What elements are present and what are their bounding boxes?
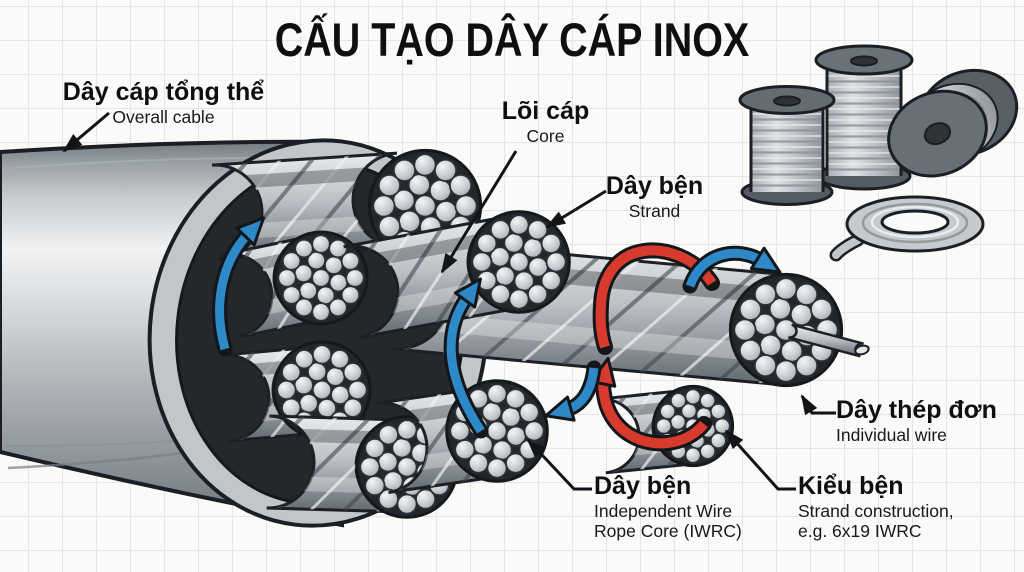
twist-arrow-blue-right-icon (682, 245, 782, 294)
label-core-en: Core (526, 126, 565, 146)
wire-spools-illustration (738, 44, 1019, 262)
leader-individual-wire (800, 394, 836, 416)
leader-construction (724, 429, 796, 491)
label-iwrc: Dây bện Independent Wire Rope Core (IWRC… (594, 472, 752, 541)
label-core-vi: Lõi cáp (501, 97, 590, 125)
label-construction-en: Strand construction, e.g. 6x19 IWRC (798, 501, 954, 541)
label-overall-cable-en: Overall cable (112, 107, 215, 127)
label-overall-cable-vi: Dây cáp tổng thể (62, 78, 265, 106)
spool-icon (738, 85, 836, 206)
label-individual-wire: Dây thép đơn Individual wire (836, 396, 1024, 446)
label-iwrc-vi: Dây bện (594, 472, 692, 500)
lay-direction-arrow-red-icon (589, 242, 720, 452)
leader-core (440, 150, 518, 274)
twist-arrow-blue-core-icon (443, 277, 489, 439)
label-strand-vi: Dây bện (605, 172, 704, 200)
wire-cluster (273, 230, 369, 326)
wire-cluster (728, 272, 844, 388)
cable-coil-icon (829, 195, 985, 262)
label-strand: Dây bện Strand (582, 172, 727, 222)
label-core: Lõi cáp Core (468, 97, 623, 147)
twist-arrow-blue-small-icon (544, 360, 602, 422)
wire-cluster (445, 379, 549, 483)
twist-arrow-blue-left-icon (212, 216, 266, 357)
spool-icon (887, 68, 1019, 178)
label-individual-wire-vi: Dây thép đơn (836, 396, 997, 424)
label-strand-en: Strand (628, 201, 681, 221)
wire-cluster (467, 210, 571, 314)
wire-cluster (272, 340, 372, 440)
leader-strand (545, 189, 607, 229)
label-overall-cable: Dây cáp tổng thể Overall cable (56, 78, 271, 128)
label-individual-wire-en: Individual wire (836, 425, 947, 445)
label-leaders (62, 111, 836, 491)
leader-overall-cable (62, 111, 110, 153)
label-construction-vi: Kiểu bện (798, 472, 904, 500)
label-iwrc-en: Independent Wire Rope Core (IWRC) (594, 501, 742, 541)
diagram-title: CẤU TẠO DÂY CÁP INOX (274, 13, 750, 66)
leader-iwrc (526, 438, 592, 491)
label-construction: Kiểu bện Strand construction, e.g. 6x19 … (798, 472, 978, 541)
